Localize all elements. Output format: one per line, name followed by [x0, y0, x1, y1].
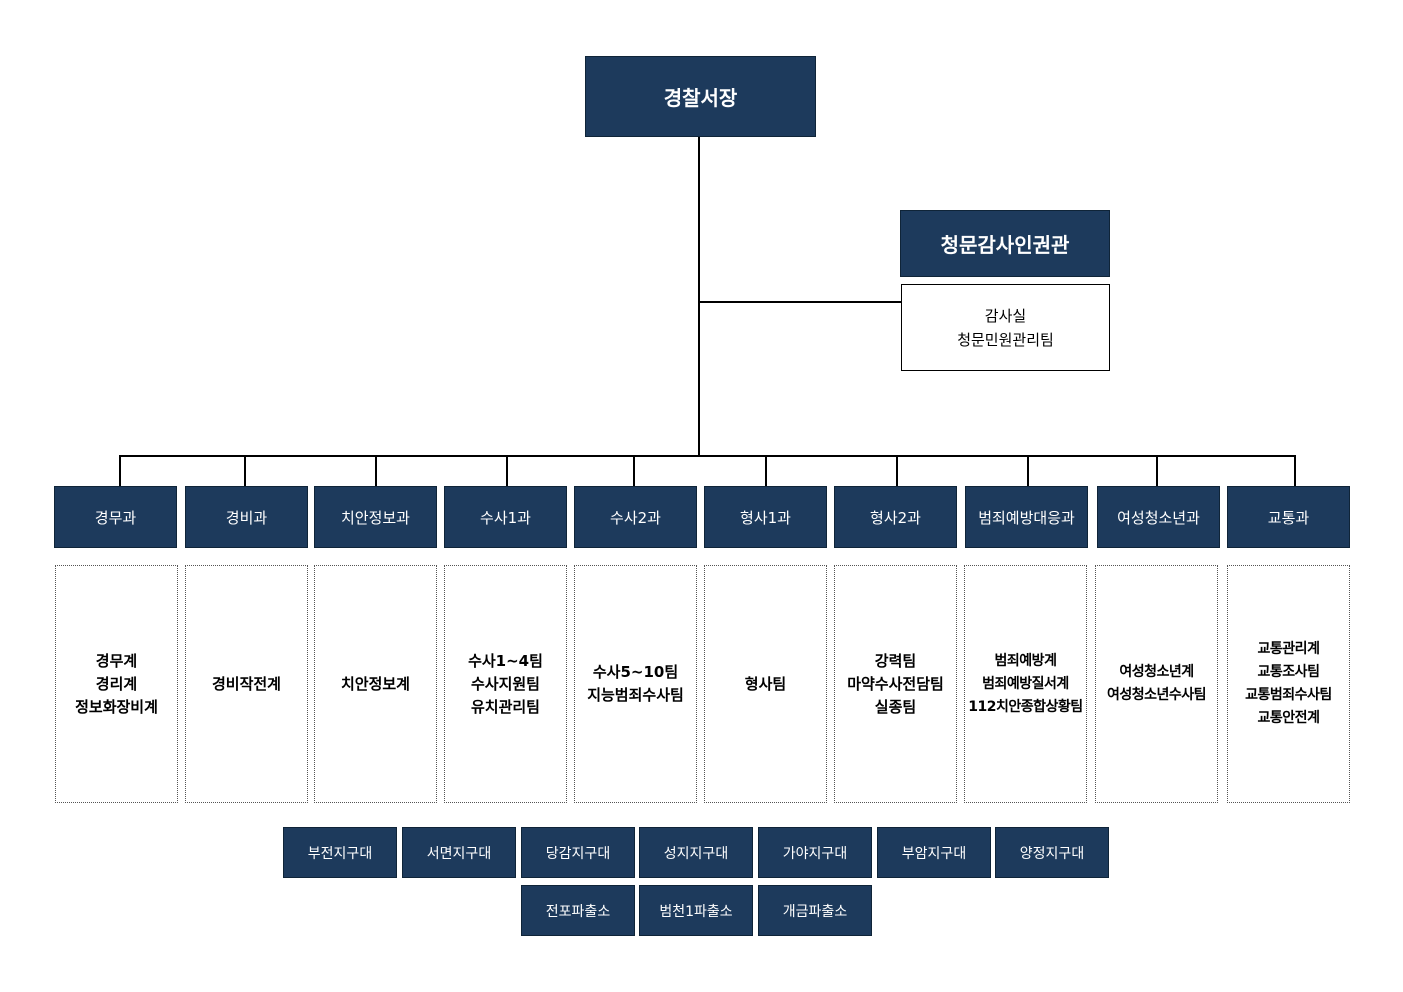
district-unit-box: 성지지구대 [639, 827, 753, 878]
team-label: 교통관리계 [1257, 641, 1320, 657]
team-label: 마약수사전담팀 [847, 674, 944, 693]
team-label: 교통안전계 [1257, 710, 1320, 726]
police-box-unit: 개금파출소 [758, 885, 872, 936]
department-drop-line [119, 455, 121, 487]
dept-box-traffic: 교통과 [1227, 486, 1350, 548]
department-drop-line [896, 455, 898, 487]
district-unit-box: 양정지구대 [995, 827, 1109, 878]
department-drop-line [765, 455, 767, 487]
team-label: 강력팀 [874, 651, 917, 670]
dept-teams-women-youth: 여성청소년계 여성청소년수사팀 [1095, 565, 1218, 803]
police-box-unit: 전포파출소 [521, 885, 635, 936]
department-drop-line [244, 455, 246, 487]
team-label: 교통범죄수사팀 [1245, 687, 1332, 703]
team-label: 실종팀 [874, 697, 917, 716]
dept-teams-intelligence: 치안정보계 [314, 565, 437, 803]
audit-branch-line [699, 301, 901, 303]
team-label: 형사팀 [744, 674, 787, 693]
department-drop-line [375, 455, 377, 487]
audit-officer-box: 청문감사인권관 [900, 210, 1110, 277]
dept-box-crime-prevention: 범죄예방대응과 [965, 486, 1088, 548]
dept-teams-general-affairs: 경무계 경리계 정보화장비계 [55, 565, 178, 803]
team-label: 112치안종합상황팀 [968, 698, 1083, 715]
team-label: 교통조사팀 [1257, 664, 1320, 680]
dept-box-criminal-1: 형사1과 [704, 486, 827, 548]
team-label: 수사1~4팀 [468, 651, 543, 670]
team-label: 범죄예방질서계 [982, 675, 1069, 692]
team-label: 경무계 [95, 651, 138, 670]
team-label: 여성청소년수사팀 [1106, 687, 1207, 703]
audit-item: 청문민원관리팀 [957, 330, 1054, 349]
audit-sub-box: 감사실 청문민원관리팀 [901, 284, 1110, 371]
district-unit-box: 가야지구대 [758, 827, 872, 878]
team-label: 경비작전계 [211, 674, 281, 693]
team-label: 범죄예방계 [994, 652, 1057, 669]
dept-box-general-affairs: 경무과 [54, 486, 177, 548]
dept-box-investigation-1: 수사1과 [444, 486, 567, 548]
district-unit-box: 부암지구대 [877, 827, 991, 878]
dept-box-criminal-2: 형사2과 [834, 486, 957, 548]
dept-teams-traffic: 교통관리계 교통조사팀 교통범죄수사팀 교통안전계 [1227, 565, 1350, 803]
team-label: 경리계 [95, 674, 138, 693]
dept-teams-criminal-2: 강력팀 마약수사전담팀 실종팀 [834, 565, 957, 803]
district-unit-box: 서면지구대 [402, 827, 516, 878]
chief-trunk-line [698, 137, 700, 457]
dept-teams-crime-prevention: 범죄예방계 범죄예방질서계 112치안종합상황팀 [964, 565, 1087, 803]
police-chief-box: 경찰서장 [585, 56, 816, 137]
department-bus-line [119, 455, 1296, 457]
department-drop-line [506, 455, 508, 487]
dept-box-security: 경비과 [185, 486, 308, 548]
dept-box-investigation-2: 수사2과 [574, 486, 697, 548]
dept-box-women-youth: 여성청소년과 [1097, 486, 1220, 548]
department-drop-line [1027, 455, 1029, 487]
team-label: 유치관리팀 [470, 697, 540, 716]
dept-box-intelligence: 치안정보과 [314, 486, 437, 548]
team-label: 수사5~10팀 [592, 663, 679, 681]
department-drop-line [1156, 455, 1158, 487]
police-box-unit: 범천1파출소 [639, 885, 753, 936]
team-label: 여성청소년계 [1119, 664, 1194, 680]
dept-teams-criminal-1: 형사팀 [704, 565, 827, 803]
team-label: 정보화장비계 [75, 697, 158, 716]
district-unit-box: 당감지구대 [521, 827, 635, 878]
dept-teams-investigation-1: 수사1~4팀 수사지원팀 유치관리팀 [444, 565, 567, 803]
dept-teams-security: 경비작전계 [185, 565, 308, 803]
department-drop-line [1294, 455, 1296, 487]
dept-teams-investigation-2: 수사5~10팀 지능범죄수사팀 [574, 565, 697, 803]
team-label: 치안정보계 [340, 674, 410, 693]
audit-item: 감사실 [984, 306, 1027, 325]
team-label: 수사지원팀 [470, 674, 540, 693]
district-unit-box: 부전지구대 [283, 827, 397, 878]
team-label: 지능범죄수사팀 [587, 686, 684, 704]
department-drop-line [633, 455, 635, 487]
